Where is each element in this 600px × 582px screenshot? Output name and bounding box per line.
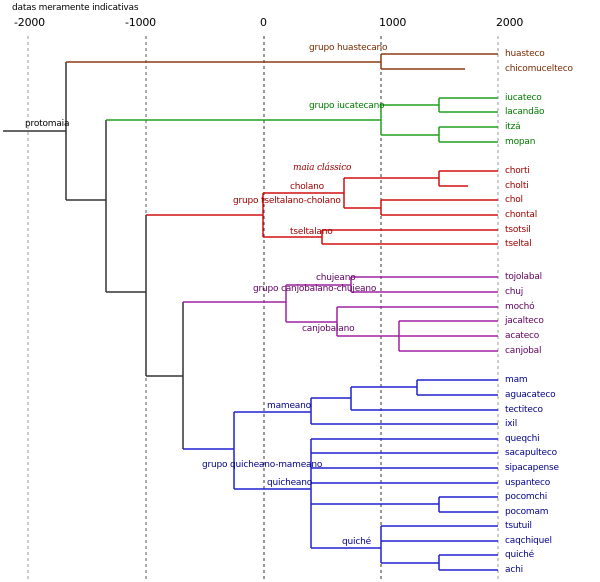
group-label: quiché — [342, 537, 371, 547]
leaf-label: chol — [505, 195, 523, 205]
leaf-label: chontal — [505, 210, 538, 220]
leaf-label: sacapulteco — [505, 448, 557, 458]
group-label: grupo quicheano-mameano — [202, 460, 323, 470]
leaf-label: tsotsil — [505, 225, 531, 235]
axis-tick: -2000 — [14, 16, 45, 29]
leaf-label: quiché — [505, 550, 534, 560]
group-label: tseltalano — [290, 227, 333, 237]
leaf-label: canjobal — [505, 346, 542, 356]
quicheano-mameano-branches — [183, 379, 498, 571]
leaf-label: pocomam — [505, 507, 549, 517]
leaf-label: pocomchi — [505, 492, 547, 502]
axis-tick: 1000 — [379, 16, 407, 29]
leaf-label: iucateco — [505, 93, 542, 103]
leaf-label: uspanteco — [505, 478, 551, 488]
group-label: cholano — [290, 182, 324, 192]
group-label: grupo canjobalano-chujeano — [253, 284, 377, 294]
group-label: grupo iucatecano — [309, 101, 385, 111]
tseltalano-cholano-branches — [146, 170, 498, 245]
group-label: mameano — [267, 401, 311, 411]
huastecano-branches — [66, 53, 498, 70]
group-label: grupo tseltalano-cholano — [233, 196, 341, 206]
leaf-label: lacandão — [505, 107, 545, 117]
leaf-label: tseltal — [505, 239, 532, 249]
root-branches — [3, 62, 184, 449]
leaf-label: aguacateco — [505, 390, 556, 400]
chart-title: datas meramente indicativas — [12, 3, 139, 13]
leaf-label: tsutuil — [505, 521, 532, 531]
leaf-label: mam — [505, 375, 528, 385]
leaf-label: chuj — [505, 287, 524, 297]
leaf-label: acateco — [505, 331, 540, 341]
canjobalano-chujeano-branches — [183, 276, 498, 352]
leaf-label: chicomucelteco — [505, 64, 573, 74]
leaf-label: queqchi — [505, 434, 540, 444]
leaf-label: mopan — [505, 137, 536, 147]
iucatecano-branches — [106, 97, 498, 143]
leaf-label: caqchiquel — [505, 536, 552, 546]
leaf-label: huasteco — [505, 49, 545, 59]
axis-tick: -1000 — [125, 16, 156, 29]
leaf-label: itzá — [505, 122, 521, 132]
year-gridlines — [27, 36, 499, 582]
leaf-label: achi — [505, 565, 523, 575]
group-label: canjobalano — [302, 324, 355, 334]
group-label: maia clássico — [293, 163, 352, 173]
leaf-label: tectiteco — [505, 405, 543, 415]
leaf-label: mochó — [505, 302, 535, 312]
leaf-label: chorti — [505, 166, 530, 176]
group-label: quicheano — [267, 478, 313, 488]
axis-tick: 2000 — [496, 16, 524, 29]
leaf-label: cholti — [505, 181, 529, 191]
leaf-label: ixil — [505, 419, 518, 429]
leaf-label: jacalteco — [505, 316, 544, 326]
group-label: chujeano — [316, 273, 356, 283]
root-label: protomaia — [25, 119, 70, 129]
leaf-label: tojolabal — [505, 272, 542, 282]
group-label: grupo huastecano — [309, 43, 388, 53]
leaf-label: sipacapense — [505, 463, 559, 473]
axis-tick: 0 — [260, 16, 267, 29]
